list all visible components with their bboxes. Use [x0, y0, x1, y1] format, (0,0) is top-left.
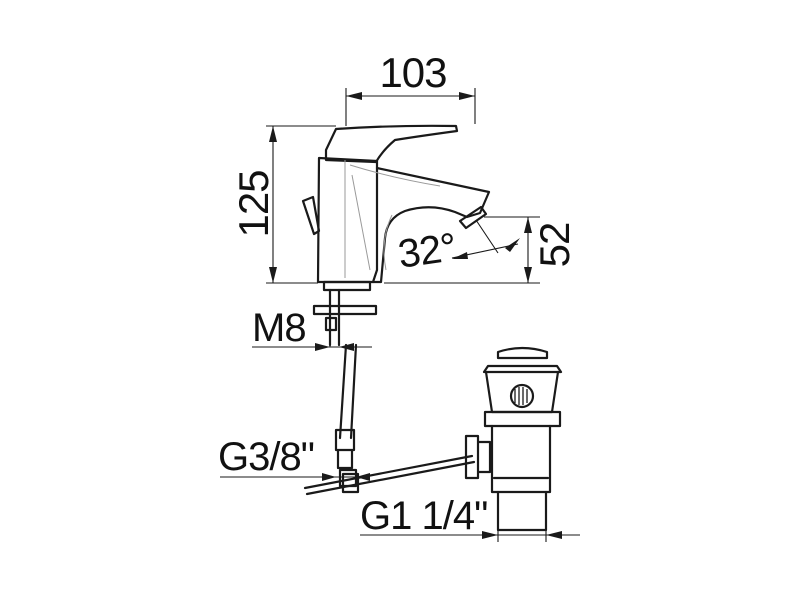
dimension-width: 103 — [345, 49, 476, 126]
cap-rim — [482, 364, 563, 374]
height-label: 125 — [230, 170, 277, 237]
overflow-slot-lines — [514, 387, 528, 405]
arrow-head — [459, 92, 475, 100]
mounting-assembly — [312, 288, 378, 488]
arrow-head — [482, 531, 498, 539]
arrow-head — [505, 238, 520, 252]
arrow-head — [546, 531, 562, 539]
waste-thread-label: G1 1/4" — [360, 494, 487, 538]
dimension-spout-height: 52 — [384, 216, 578, 284]
arrow-head — [356, 473, 370, 481]
dimension-rod-thread: M8 — [252, 292, 372, 351]
width-label: 103 — [379, 49, 446, 96]
flex-hose — [338, 343, 358, 440]
overflow-slot — [509, 383, 535, 409]
angle-dimension: 32° — [395, 219, 520, 277]
arrow-head — [322, 473, 336, 481]
popup-knob — [301, 195, 321, 236]
base-ring — [322, 280, 372, 292]
pivot-coupling — [464, 434, 492, 480]
lever-handle — [324, 124, 459, 164]
drain-tailpipe — [490, 424, 552, 494]
arrow-head — [315, 343, 330, 351]
inner-contour — [344, 160, 441, 278]
arrow-head — [339, 343, 354, 351]
popup-cap — [496, 346, 549, 360]
rod-clip — [341, 472, 360, 494]
tailpipe-end — [492, 476, 550, 532]
arrow-head — [524, 267, 532, 283]
arrow-head — [269, 126, 277, 142]
body-cylinder — [316, 156, 379, 284]
drain-waste — [464, 346, 563, 532]
rod-thread-label: M8 — [252, 306, 306, 350]
popup-rod-linkage — [303, 454, 476, 496]
angle-label: 32° — [395, 225, 458, 277]
dimension-height: 125 — [230, 125, 336, 284]
arrow-head — [452, 252, 468, 259]
faucet-body — [301, 124, 491, 292]
hose-connector — [334, 428, 356, 470]
mounting-nut — [324, 316, 338, 332]
mounting-plate — [312, 304, 378, 316]
spout-height-label: 52 — [531, 223, 578, 268]
aerator — [458, 205, 488, 230]
drain-flange — [483, 410, 562, 428]
arrow-head — [269, 267, 277, 283]
supply-thread-label: G3/8" — [218, 435, 314, 479]
arrow-head — [346, 92, 362, 100]
pivot-rod — [303, 454, 476, 496]
dimension-waste-thread: G1 1/4" — [360, 494, 580, 542]
dimension-supply-thread: G3/8" — [218, 435, 370, 481]
arrow-head — [524, 217, 532, 233]
